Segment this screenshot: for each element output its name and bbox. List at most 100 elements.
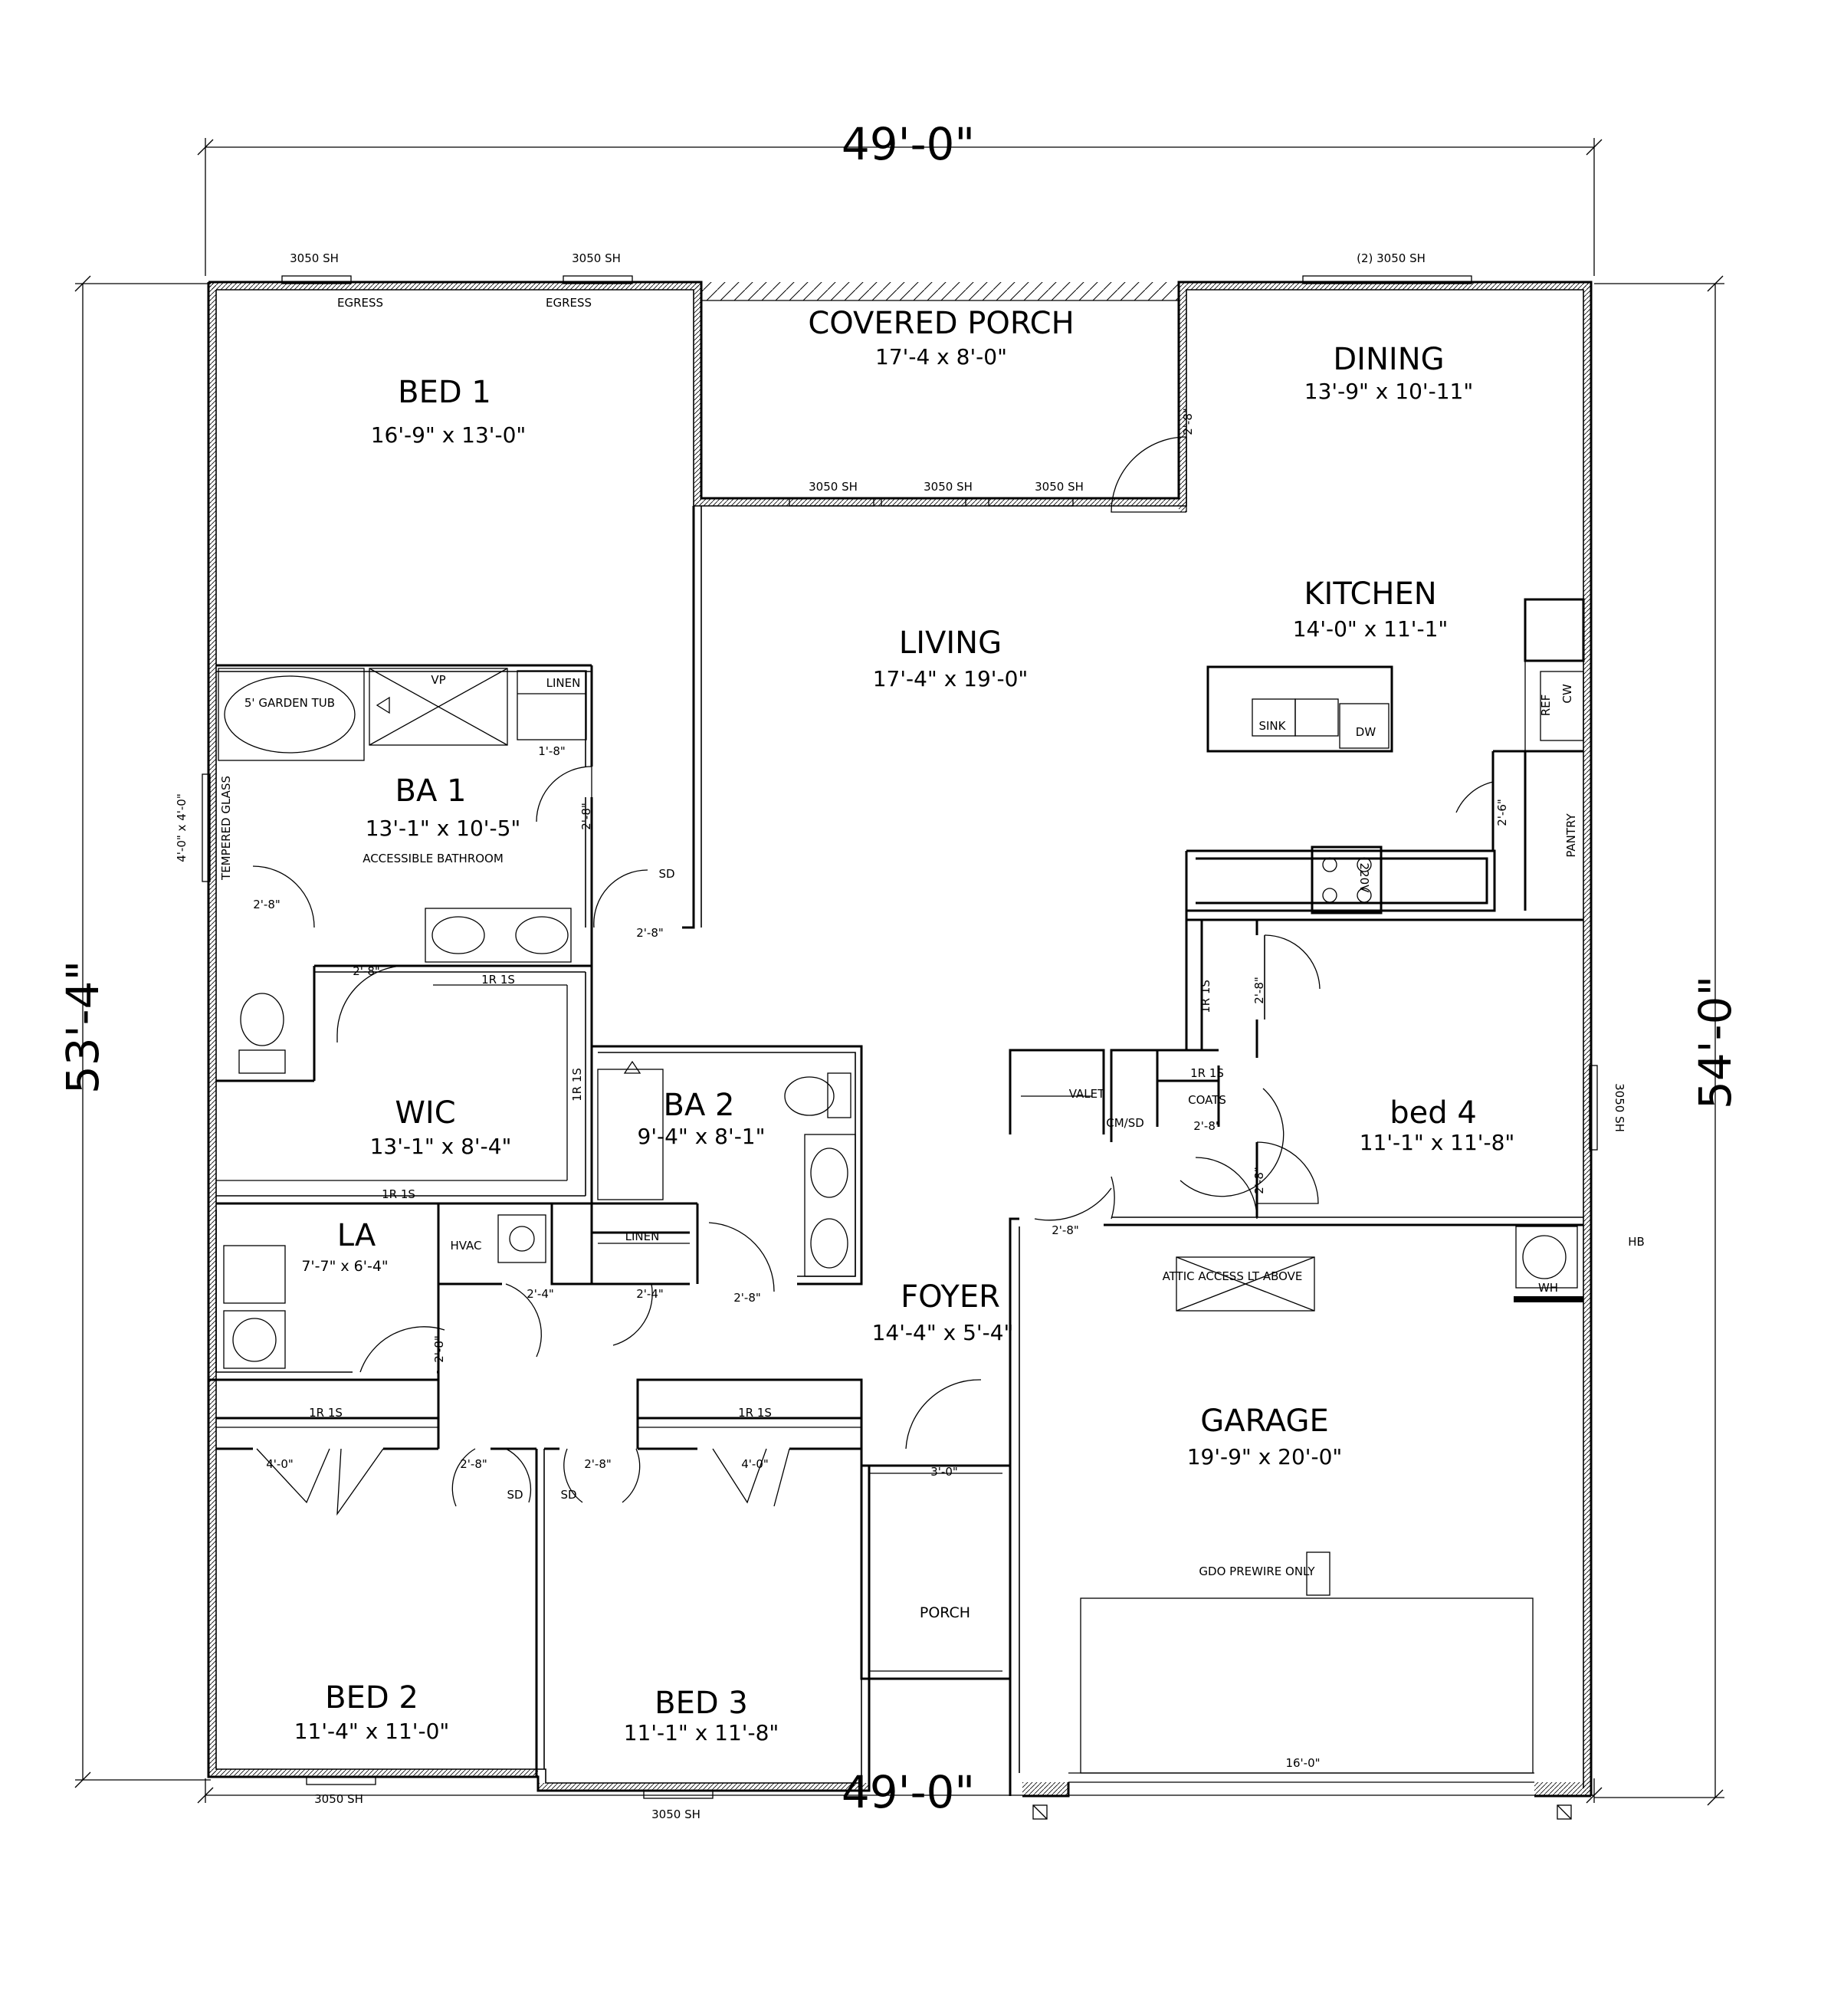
room-dining-dims: 13'-9" x 10'-11" (1304, 379, 1473, 404)
room-ba2-name: BA 2 (664, 1088, 735, 1123)
room-bed2-dims: 11'-4" x 11'-0" (294, 1719, 450, 1744)
door-label: 2'-4" (636, 1287, 664, 1301)
room-bed1-dims: 16'-9" x 13'-0" (371, 422, 527, 448)
wh-label: WH (1538, 1281, 1558, 1295)
room-ba2-dims: 9'-4" x 8'-1" (638, 1124, 766, 1149)
cm-sd-label: CM/SD (1106, 1116, 1144, 1130)
room-wic-name: WIC (395, 1095, 455, 1131)
fixtures (216, 668, 1583, 1820)
door-label: 2'-8" (1181, 408, 1195, 435)
door-label: 2'-8" (636, 926, 664, 940)
door-label: 2'-8" (432, 1335, 446, 1363)
egress-label: EGRESS (546, 296, 592, 310)
hvac-label: HVAC (450, 1239, 481, 1253)
egress-label: EGRESS (337, 296, 383, 310)
door-label: 2'-8" (579, 803, 593, 830)
sd-label: SD (658, 867, 674, 881)
door-label: 4'-0" (266, 1457, 294, 1471)
exterior-walls (207, 281, 1593, 1798)
valet-label: VALET (1069, 1087, 1105, 1101)
linen-label: LINEN (625, 1230, 660, 1243)
doors (252, 436, 1494, 1516)
windows (202, 275, 1598, 1799)
shelf-label: 1R 1S (738, 1406, 772, 1420)
room-covered-porch-name: COVERED PORCH (808, 306, 1074, 341)
dimension-lines (74, 138, 1724, 1806)
tempered-glass-label: TEMPERED GLASS (219, 776, 233, 881)
room-ba1-name: BA 1 (395, 773, 467, 809)
door-label: 3'-0" (930, 1465, 958, 1479)
room-bed3-dims: 11'-1" x 11'-8" (624, 1720, 779, 1745)
vp-label: VP (431, 673, 445, 687)
window-label: 3050 SH (1035, 480, 1084, 494)
door-label: 2'-8" (1193, 1119, 1221, 1133)
pantry-label: PANTRY (1564, 813, 1578, 857)
door-label: 2'-8" (460, 1457, 487, 1471)
shelf-label: 1R 1S (570, 1068, 584, 1102)
tub-label: 5' GARDEN TUB (244, 696, 335, 710)
window-labels: 3050 SH 3050 SH (2) 3050 SH 3050 SH 3050… (175, 251, 1626, 1821)
room-bed4-dims: 11'-1" x 11'-8" (1360, 1130, 1515, 1155)
window-label: 3050 SH (924, 480, 973, 494)
room-kitchen-dims: 14'-0" x 11'-1" (1293, 616, 1449, 642)
door-label: 2'-8" (353, 964, 380, 978)
door-label: 4'-0" (741, 1457, 769, 1471)
window-label: 3050 SH (290, 251, 339, 265)
room-foyer-name: FOYER (901, 1279, 1000, 1315)
room-kitchen-name: KITCHEN (1304, 576, 1436, 612)
cw-label: CW (1560, 684, 1574, 703)
sink-label: SINK (1258, 719, 1286, 733)
hb-label: HB (1628, 1235, 1645, 1249)
window-label: 3050 SH (314, 1792, 363, 1806)
dw-label: DW (1356, 725, 1376, 739)
room-ba1-dims: 13'-1" x 10'-5" (366, 816, 521, 841)
window-label: 3050 SH (809, 480, 858, 494)
window-label: 4'-0" x 4'-0" (175, 793, 189, 862)
shelf-label: 1R 1S (1199, 980, 1212, 1013)
ref-label: REF (1539, 694, 1553, 717)
door-label: 2'-8" (1252, 977, 1266, 1004)
door-label: 1'-8" (538, 744, 566, 758)
room-garage-dims: 19'-9" x 20'-0" (1187, 1444, 1343, 1469)
gdo-label: GDO PREWIRE ONLY (1199, 1565, 1315, 1578)
range-label: 220V (1357, 863, 1371, 894)
door-label: 2'-8" (1252, 1167, 1266, 1194)
garage-door-label: 16'-0" (1285, 1756, 1320, 1770)
linen-label: LINEN (546, 676, 581, 690)
door-label: 2'-8" (1052, 1223, 1079, 1237)
shelf-label: 1R 1S (1190, 1066, 1224, 1080)
shelf-label: 1R 1S (382, 1187, 415, 1201)
room-garage-name: GARAGE (1200, 1404, 1328, 1439)
dim-right: 54'-0" (1689, 976, 1741, 1109)
room-wic-dims: 13'-1" x 8'-4" (370, 1134, 512, 1159)
room-foyer-dims: 14'-4" x 5'-4" (872, 1320, 1014, 1345)
attic-label: ATTIC ACCESS LT ABOVE (1163, 1269, 1303, 1283)
door-labels: 2'-8" 1'-8" 2'-8" 2'-8" 2'-8" 2'-8" 2'-6… (253, 408, 1509, 1479)
ba1-accessible-note: ACCESSIBLE BATHROOM (363, 852, 504, 865)
door-label: 2'-8" (584, 1457, 612, 1471)
door-label: 2'-4" (527, 1287, 554, 1301)
window-label: (2) 3050 SH (1357, 251, 1426, 265)
door-label: 2'-8" (733, 1291, 761, 1305)
shelf-label: 1R 1S (309, 1406, 343, 1420)
room-dining-name: DINING (1333, 342, 1444, 377)
window-label: 3050 SH (572, 251, 621, 265)
room-living-name: LIVING (899, 625, 1002, 661)
room-bed4-name: bed 4 (1390, 1095, 1477, 1131)
dim-left: 53'-4" (57, 960, 109, 1094)
room-la-name: LA (337, 1218, 376, 1253)
room-la-dims: 7'-7" x 6'-4" (301, 1258, 388, 1275)
room-living-dims: 17'-4" x 19'-0" (873, 666, 1029, 691)
room-bed2-name: BED 2 (325, 1680, 418, 1716)
room-bed3-name: BED 3 (655, 1686, 748, 1721)
misc-labels: 5' GARDEN TUB VP LINEN LINEN SD SD SD 1R… (244, 673, 1645, 1770)
room-bed1-name: BED 1 (398, 375, 491, 410)
room-covered-porch-dims: 17'-4 x 8'-0" (875, 344, 1007, 369)
window-label: 3050 SH (651, 1808, 701, 1821)
coats-label: COATS (1188, 1093, 1226, 1107)
door-label: 2'-8" (253, 898, 281, 911)
sd-label: SD (507, 1488, 523, 1502)
door-label: 2'-6" (1495, 799, 1509, 826)
dim-bottom: 49'-0" (842, 1766, 975, 1818)
